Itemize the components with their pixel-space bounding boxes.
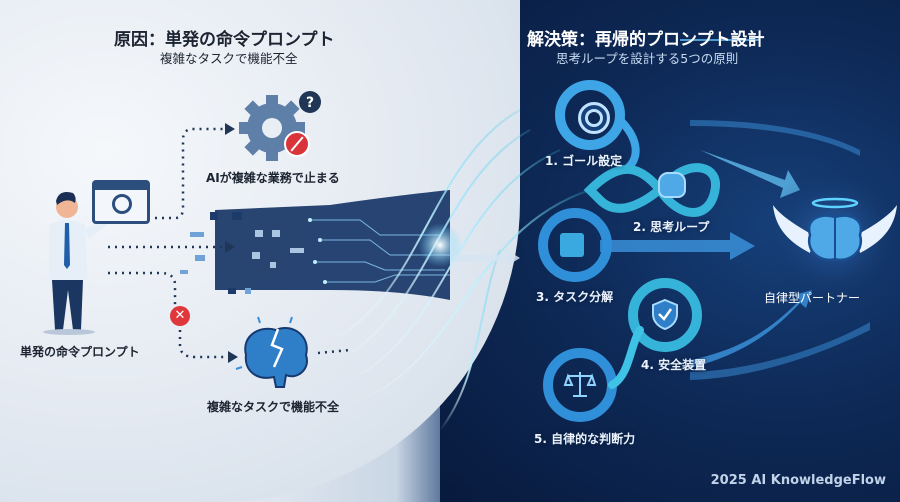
result-label: 自律型パートナー xyxy=(764,291,861,305)
step-1-goal-setting: 1. ゴール設定 xyxy=(545,154,623,168)
svg-text:?: ? xyxy=(306,95,314,111)
step-5-autonomous-judgment: 5. 自律的な判断力 xyxy=(534,432,636,446)
cause-title: 原因：単発の命令プロンプト xyxy=(114,30,335,50)
prohibited-icon xyxy=(284,131,310,157)
solution-title: 解決策：再帰的プロンプト設計 xyxy=(527,30,765,50)
person-label: 単発の命令プロンプト xyxy=(20,345,140,359)
gear-label: AIが複雑な業務で止まる xyxy=(206,171,340,185)
broken-brain-icon xyxy=(235,316,308,388)
person-icon xyxy=(43,192,107,335)
solution-subtitle: 思考ループを設計する5つの原則 xyxy=(556,51,739,66)
step-4-safety-mechanism: 4. 安全装置 xyxy=(641,358,707,372)
browser-window-block-icon xyxy=(92,180,150,224)
gear-question-icon: ? xyxy=(239,91,321,161)
brain-label: 複雑なタスクで機能不全 xyxy=(207,400,340,414)
shield-check-icon xyxy=(652,298,678,331)
puzzle-icon xyxy=(560,233,584,257)
scales-icon xyxy=(563,372,597,397)
target-icon xyxy=(578,102,610,134)
brain-icon xyxy=(658,172,686,198)
step-3-task-decomposition: 3. タスク分解 xyxy=(536,290,614,304)
cause-subtitle: 複雑なタスクで機能不全 xyxy=(160,51,298,66)
step-2-thinking-loop: 2. 思考ループ xyxy=(633,220,710,234)
winged-brain-halo-icon xyxy=(773,197,897,262)
error-x-icon: ✕ xyxy=(170,306,190,326)
footer-credit: 2025 AI KnowledgeFlow xyxy=(710,473,886,488)
